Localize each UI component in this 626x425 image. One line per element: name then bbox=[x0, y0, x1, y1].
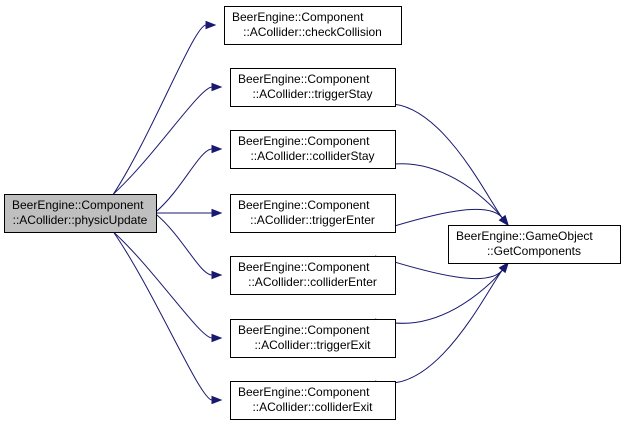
node-colliderEnter[interactable]: BeerEngine::Component::ACollider::collid… bbox=[230, 256, 396, 295]
arrowhead-physicUpdate-to-triggerEnter bbox=[211, 208, 223, 218]
edge-physicUpdate-to-triggerExit bbox=[113, 231, 213, 339]
arrowhead-physicUpdate-to-triggerStay bbox=[211, 82, 223, 92]
arrowhead-physicUpdate-to-colliderStay bbox=[211, 144, 223, 154]
node-label-line1: BeerEngine::Component bbox=[238, 72, 370, 86]
node-label-line1: BeerEngine::Component bbox=[238, 323, 370, 337]
node-label-line1: BeerEngine::Component bbox=[238, 198, 370, 212]
edge-physicUpdate-to-colliderStay bbox=[155, 148, 213, 213]
node-colliderExit[interactable]: BeerEngine::Component::ACollider::collid… bbox=[230, 381, 396, 420]
node-label-line2: ::ACollider::colliderEnter bbox=[248, 275, 377, 289]
edge-physicUpdate-to-colliderExit bbox=[113, 231, 213, 401]
edge-physicUpdate-to-colliderEnter bbox=[155, 213, 213, 276]
edges-layer bbox=[113, 20, 509, 405]
node-label-line1: BeerEngine::Component bbox=[238, 385, 370, 399]
node-box bbox=[230, 381, 396, 420]
node-box bbox=[230, 130, 396, 169]
node-box bbox=[230, 68, 396, 107]
node-label-line1: BeerEngine::Component bbox=[238, 260, 370, 274]
node-box bbox=[224, 6, 402, 45]
node-box bbox=[448, 225, 621, 264]
node-label-line2: ::ACollider::triggerEnter bbox=[250, 213, 375, 227]
node-box bbox=[4, 194, 157, 233]
node-triggerExit[interactable]: BeerEngine::Component::ACollider::trigge… bbox=[230, 319, 396, 358]
node-label-line2: ::ACollider::triggerExit bbox=[254, 338, 371, 352]
arrowhead-colliderExit-to-getComponents bbox=[498, 261, 509, 274]
arrowhead-triggerEnter-to-getComponents bbox=[498, 214, 509, 227]
node-triggerStay[interactable]: BeerEngine::Component::ACollider::trigge… bbox=[230, 68, 396, 107]
node-getComponents[interactable]: BeerEngine::GameObject::GetComponents bbox=[448, 225, 621, 264]
node-label-line2: ::ACollider::physicUpdate bbox=[13, 213, 148, 227]
node-colliderStay[interactable]: BeerEngine::Component::ACollider::collid… bbox=[230, 130, 396, 169]
arrowhead-physicUpdate-to-colliderEnter bbox=[211, 270, 223, 280]
node-label-line1: BeerEngine::GameObject bbox=[456, 229, 593, 243]
node-physicUpdate[interactable]: BeerEngine::Component::ACollider::physic… bbox=[4, 194, 157, 233]
node-checkCollision[interactable]: BeerEngine::Component::ACollider::checkC… bbox=[224, 6, 402, 45]
node-triggerEnter[interactable]: BeerEngine::Component::ACollider::trigge… bbox=[230, 194, 396, 233]
node-box bbox=[230, 194, 396, 233]
edge-physicUpdate-to-triggerStay bbox=[113, 86, 213, 195]
node-box bbox=[230, 319, 396, 358]
node-label-line2: ::ACollider::colliderStay bbox=[250, 149, 374, 163]
node-box bbox=[230, 256, 396, 295]
node-label-line1: BeerEngine::Component bbox=[238, 134, 370, 148]
node-label-line1: BeerEngine::Component bbox=[12, 198, 144, 212]
node-label-line2: ::ACollider::checkCollision bbox=[243, 25, 382, 39]
arrowhead-physicUpdate-to-triggerExit bbox=[211, 333, 223, 343]
edge-colliderExit-to-getComponents bbox=[374, 269, 503, 384]
edge-triggerStay-to-getComponents bbox=[374, 103, 503, 219]
arrowhead-physicUpdate-to-colliderExit bbox=[211, 395, 223, 405]
node-label-line1: BeerEngine::Component bbox=[232, 10, 364, 24]
node-label-line2: ::ACollider::triggerStay bbox=[252, 87, 372, 101]
node-label-line2: ::GetComponents bbox=[487, 244, 581, 258]
edge-physicUpdate-to-checkCollision bbox=[113, 24, 207, 195]
node-label-line2: ::ACollider::colliderExit bbox=[252, 400, 373, 414]
arrowhead-physicUpdate-to-checkCollision bbox=[205, 20, 217, 30]
nodes-layer: BeerEngine::Component::ACollider::physic… bbox=[4, 6, 621, 420]
